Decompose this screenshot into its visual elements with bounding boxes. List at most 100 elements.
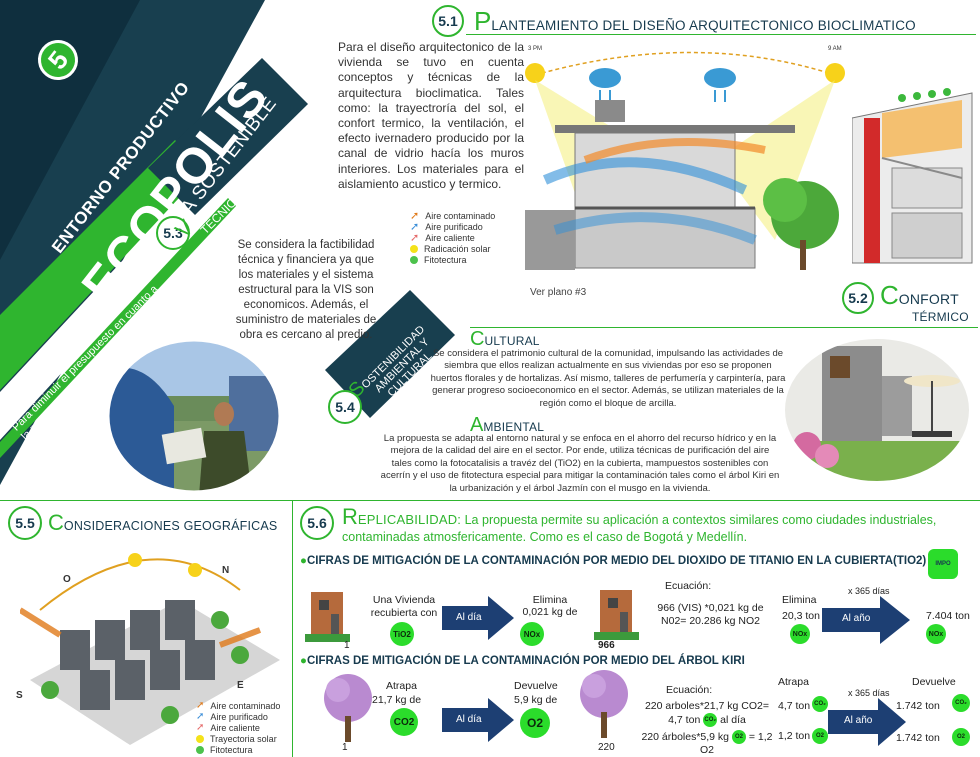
section-5-1-title: PLANTEAMIENTO DEL DISEÑO ARQUITECTONICO … <box>474 6 916 37</box>
house-icon-b <box>594 590 639 640</box>
row2-count-a: 1 <box>342 742 348 753</box>
row2-days: x 365 días <box>848 688 890 698</box>
row1-arrow1-label: Al día <box>456 612 482 623</box>
consideraciones-rest: ONSIDERACIONES GEOGRÁFICAS <box>63 519 278 533</box>
cultural-big-letter: C <box>470 328 485 350</box>
row2-atrapa2: Atrapa <box>778 676 809 688</box>
row2-t1: 4,7 ton <box>778 700 811 712</box>
row1-count-b: 966 <box>598 640 615 651</box>
co2-mini-pill: CO₂ <box>703 713 718 727</box>
section-5-4-number: 5.4 <box>328 390 362 424</box>
section-5-1-number: 5.1 <box>432 5 464 37</box>
sun-right-label: 9 AM <box>828 46 842 52</box>
o2-small-pill: O2 <box>812 728 828 744</box>
row2-arrow1-label: Al día <box>456 714 482 725</box>
horizontal-divider <box>0 500 980 501</box>
viabilidad-text: Se considera la factibilidad técnica y f… <box>235 239 377 341</box>
compass-e: E <box>237 680 244 691</box>
planteamiento-text: Para el diseño arquitectonico de la vivi… <box>338 40 524 191</box>
row2-eq2-text: 220 árboles*5,9 kg <box>641 730 730 743</box>
vertical-divider <box>292 501 293 757</box>
sun-left-label: 3 PM <box>528 46 543 52</box>
row2-eq2b: = 1,2 O2 <box>699 730 773 756</box>
confort-line2: TÉRMICO <box>912 310 969 324</box>
arrow-right-icon <box>442 596 514 640</box>
bullet-icon: ● <box>300 555 307 567</box>
ambiental-text: La propuesta se adapta al entorno natura… <box>380 433 780 494</box>
section-5-2-title: CONFORT <box>880 280 959 311</box>
house-icon-a <box>305 592 350 642</box>
row2-eq1: 220 arboles*21,7 kg CO2= 4,7 ton CO₂ al … <box>640 700 774 727</box>
o2-small-pill: O2 <box>952 728 970 746</box>
kiri-tree-icon-b <box>580 670 628 738</box>
legend-item: Aire purificado <box>210 711 268 722</box>
row2-eq1-text: 220 arboles*21,7 kg CO2= 4,7 ton <box>644 700 770 726</box>
row1-arrow2-label: Al año <box>842 613 871 624</box>
legend-item: Aire purificado <box>425 221 483 232</box>
sun-dot-icon <box>196 734 204 743</box>
section-5-3-number: 5.3 <box>156 216 190 250</box>
row2-eq1b: al día <box>720 713 746 726</box>
garden-render-photo <box>783 337 971 483</box>
row2-t2: 1,2 ton <box>778 730 811 742</box>
consideraciones-big-letter: C <box>48 510 64 535</box>
row2-devuelve: Devuelve <box>514 680 558 692</box>
o2-pill: O2 <box>520 708 550 738</box>
planteamiento-divider <box>466 34 976 35</box>
row2-ecuacion: Ecuación: <box>666 684 713 696</box>
section-5-2-number: 5.2 <box>842 282 874 314</box>
ambiental-big-letter: A <box>470 414 484 436</box>
row1-year-tons: 7.404 ton <box>926 610 970 622</box>
section-5-5-number: 5.5 <box>8 506 42 540</box>
ambiental-title: AMBIENTAL <box>470 414 544 437</box>
nox2-pill: NOx <box>790 624 810 644</box>
row1-title-text: CIFRAS DE MITIGACIÓN DE LA CONTAMINACIÓN… <box>306 555 927 567</box>
confort-rest: ONFORT <box>898 291 959 307</box>
planteamiento-legend: ➚Aire contaminado ➚Aire purificado ➚Aire… <box>410 210 495 265</box>
legend-item: Fitotectura <box>424 254 467 265</box>
row2-y1: 1.742 ton <box>896 700 940 712</box>
tio2-pill: TiO2 <box>390 622 414 646</box>
nox3-pill: NOx <box>926 624 946 644</box>
replicabilidad-big-letter: R <box>342 504 358 529</box>
nox-pill: NOx <box>520 622 544 646</box>
arrow-orange-icon: ➚ <box>410 210 420 222</box>
kiri-tree-icon-a <box>324 674 372 742</box>
row1-equation: 966 (VIS) *0,021 kg de N02= 20.286 kg NO… <box>657 602 764 627</box>
row1-count-a: 1 <box>344 640 350 651</box>
row2-count-b: 220 <box>598 742 615 753</box>
compass-s: S <box>16 690 23 701</box>
tree-dot-icon <box>196 745 204 754</box>
arrow-right-icon <box>442 698 514 742</box>
planteamiento-title-rest: LANTEAMIENTO DEL DISEÑO ARQUITECTONICO B… <box>491 18 916 33</box>
arrow-pink-icon: ➚ <box>196 722 205 733</box>
row2-arrow2-label: Al año <box>844 715 873 726</box>
row2-y2: 1.742 ton <box>896 732 940 744</box>
row1-house-text: Una Vivienda recubierta con <box>370 594 438 619</box>
row1-elimina: Elimina <box>532 594 568 606</box>
row2-amount: 21,7 kg de <box>372 694 422 706</box>
row2-eq2: 220 árboles*5,9 kg O2 = 1,2 O2 <box>640 730 774 757</box>
row1-days: x 365 días <box>848 586 890 596</box>
legend-item: Radicación solar <box>424 243 491 254</box>
compass-n: N <box>222 565 230 576</box>
row2-o2-amount: 5,9 kg de <box>514 694 558 706</box>
legend-item: Aire contaminado <box>210 700 281 711</box>
o2-mini-pill: O2 <box>731 730 746 744</box>
row2-atrapa: Atrapa <box>386 680 417 692</box>
co2-small-pill: CO₂ <box>952 694 970 712</box>
impo-badge-text: IMPO <box>935 561 951 567</box>
bioclimatic-section-drawing <box>525 51 845 270</box>
thermal-comfort-drawing <box>852 88 973 264</box>
arrow-blue-icon: ➚ <box>196 711 205 722</box>
cultural-rest: ULTURAL <box>484 334 540 348</box>
arrow-right-icon <box>828 698 906 746</box>
section-5-6-number: 5.6 <box>300 506 334 540</box>
arrow-right-icon <box>822 596 910 644</box>
cultural-title: CULTURAL <box>470 328 540 351</box>
consideraciones-legend: ➚Aire contaminado ➚Aire purificado ➚Aire… <box>196 700 280 755</box>
row2-title-text: CIFRAS DE MITIGACIÓN DE LA CONTAMINACIÓN… <box>306 655 745 667</box>
sun-dot-icon <box>410 244 418 253</box>
row2-devuelve2: Devuelve <box>912 676 956 688</box>
row1-ecuacion: Ecuación: <box>665 580 712 592</box>
